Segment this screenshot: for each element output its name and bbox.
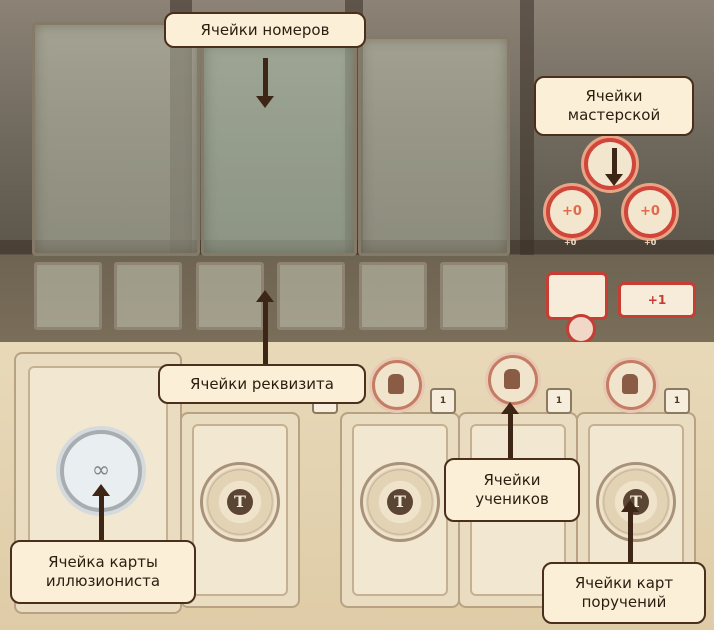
apprentice-slot-2[interactable] — [488, 355, 538, 405]
callout-workshop-slots: Ячейки мастерской — [534, 76, 694, 136]
task-card-slot-1[interactable] — [180, 412, 300, 608]
prop-slot-3[interactable] — [196, 262, 264, 330]
arrow-number-slots — [256, 58, 274, 108]
workshop-bonus-right: +0 — [640, 204, 660, 219]
prop-slot-1[interactable] — [34, 262, 102, 330]
workshop-slot-left[interactable]: +0 — [546, 186, 598, 238]
prop-slot-4[interactable] — [277, 262, 345, 330]
glove-icon — [504, 369, 520, 389]
callout-apprentice-slots: Ячейки учеников — [444, 458, 580, 522]
task-ornament-2: T — [360, 462, 440, 542]
gear-icon — [566, 314, 596, 344]
prop-slot-5[interactable] — [359, 262, 427, 330]
cost-tag-4: 1 — [664, 388, 690, 414]
workshop-small-left: +0 — [564, 238, 577, 247]
income-value: +1 — [647, 293, 667, 307]
glove-icon — [622, 374, 638, 394]
workshop-card-slot[interactable] — [546, 272, 608, 320]
callout-prop-slots: Ячейки реквизита — [158, 364, 366, 404]
arrow-illusionist — [92, 484, 110, 542]
arrow-tasks — [621, 500, 639, 564]
arrow-apprentices — [501, 402, 519, 458]
apprentice-slot-3[interactable] — [606, 360, 656, 410]
number-slot-3[interactable] — [358, 36, 510, 256]
prop-slot-6[interactable] — [440, 262, 508, 330]
workshop-small-right: +0 — [644, 238, 657, 247]
apprentice-slot-1[interactable] — [372, 360, 422, 410]
task-ornament-1: T — [200, 462, 280, 542]
link-icon: ∞ — [91, 458, 111, 483]
callout-illusionist-slot: Ячейка карты иллюзиониста — [10, 540, 196, 604]
prop-slot-2[interactable] — [114, 262, 182, 330]
workshop-bonus-left: +0 — [562, 204, 582, 219]
glove-icon — [388, 374, 404, 394]
number-slot-2[interactable] — [201, 42, 357, 256]
cost-tag-3: 1 — [546, 388, 572, 414]
cost-tag-2: 1 — [430, 388, 456, 414]
arrow-workshop — [605, 148, 623, 186]
number-slot-1[interactable] — [32, 22, 200, 256]
callout-number-slots: Ячейки номеров — [164, 12, 366, 48]
workshop-income-card: +1 — [618, 282, 696, 318]
arrow-props — [256, 290, 274, 364]
workshop-slot-right[interactable]: +0 — [624, 186, 676, 238]
callout-task-slots: Ячейки карт поручений — [542, 562, 706, 624]
